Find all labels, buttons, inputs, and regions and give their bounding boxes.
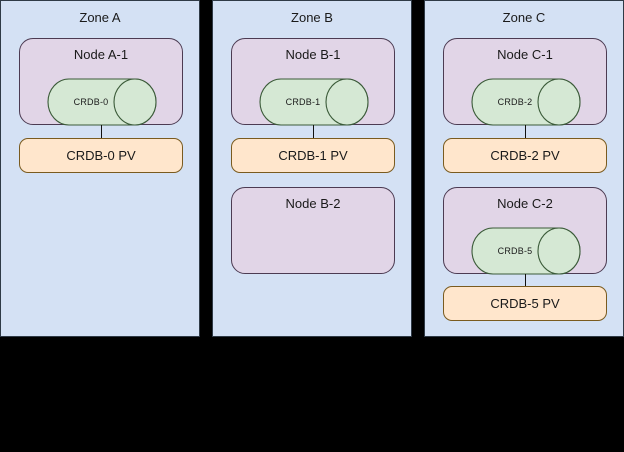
node-b-2: Node B-2: [231, 187, 395, 274]
pv-crdb-1: CRDB-1 PV: [231, 138, 395, 173]
pod-crdb-2: CRDB-2: [471, 78, 581, 126]
pv-crdb-5-label: CRDB-5 PV: [490, 296, 560, 311]
cylinder-shape: [471, 227, 581, 275]
node-c-1: Node C-1 CRDB-2: [443, 38, 607, 126]
zone-b: Zone B Node B-1 CRDB-1 CRDB-1 PV Node B-…: [212, 0, 412, 337]
pv-crdb-0-label: CRDB-0 PV: [66, 148, 136, 163]
zone-c: Zone C Node C-1 CRDB-2 CRDB-2 PV Node C-…: [424, 0, 624, 337]
node-c-2-title: Node C-2: [497, 196, 553, 211]
pod-crdb-5: CRDB-5: [471, 227, 581, 275]
connector-crdb-5: [525, 274, 526, 287]
cylinder-shape: [259, 78, 369, 126]
pv-crdb-5: CRDB-5 PV: [443, 286, 607, 321]
node-a-1-title: Node A-1: [73, 47, 129, 62]
node-c-2: Node C-2 CRDB-5: [443, 187, 607, 275]
zone-c-title: Zone C: [502, 10, 546, 25]
pod-crdb-1: CRDB-1: [259, 78, 369, 126]
cylinder-shape: [47, 78, 157, 126]
zone-a-title: Zone A: [79, 10, 121, 25]
node-b-1-title: Node B-1: [285, 47, 341, 62]
zone-b-title: Zone B: [291, 10, 333, 25]
node-b-1: Node B-1 CRDB-1: [231, 38, 395, 126]
connector-crdb-0: [101, 125, 102, 139]
pv-crdb-2: CRDB-2 PV: [443, 138, 607, 173]
pod-crdb-0: CRDB-0: [47, 78, 157, 126]
node-a-1: Node A-1 CRDB-0: [19, 38, 183, 126]
node-c-1-title: Node C-1: [497, 47, 553, 62]
cylinder-shape: [471, 78, 581, 126]
connector-crdb-1: [313, 125, 314, 139]
pv-crdb-0: CRDB-0 PV: [19, 138, 183, 173]
zone-a: Zone A Node A-1 CRDB-0 CRDB-0 PV: [0, 0, 200, 337]
node-b-2-title: Node B-2: [285, 196, 341, 211]
connector-crdb-2: [525, 125, 526, 139]
pv-crdb-2-label: CRDB-2 PV: [490, 148, 560, 163]
pv-crdb-1-label: CRDB-1 PV: [278, 148, 348, 163]
